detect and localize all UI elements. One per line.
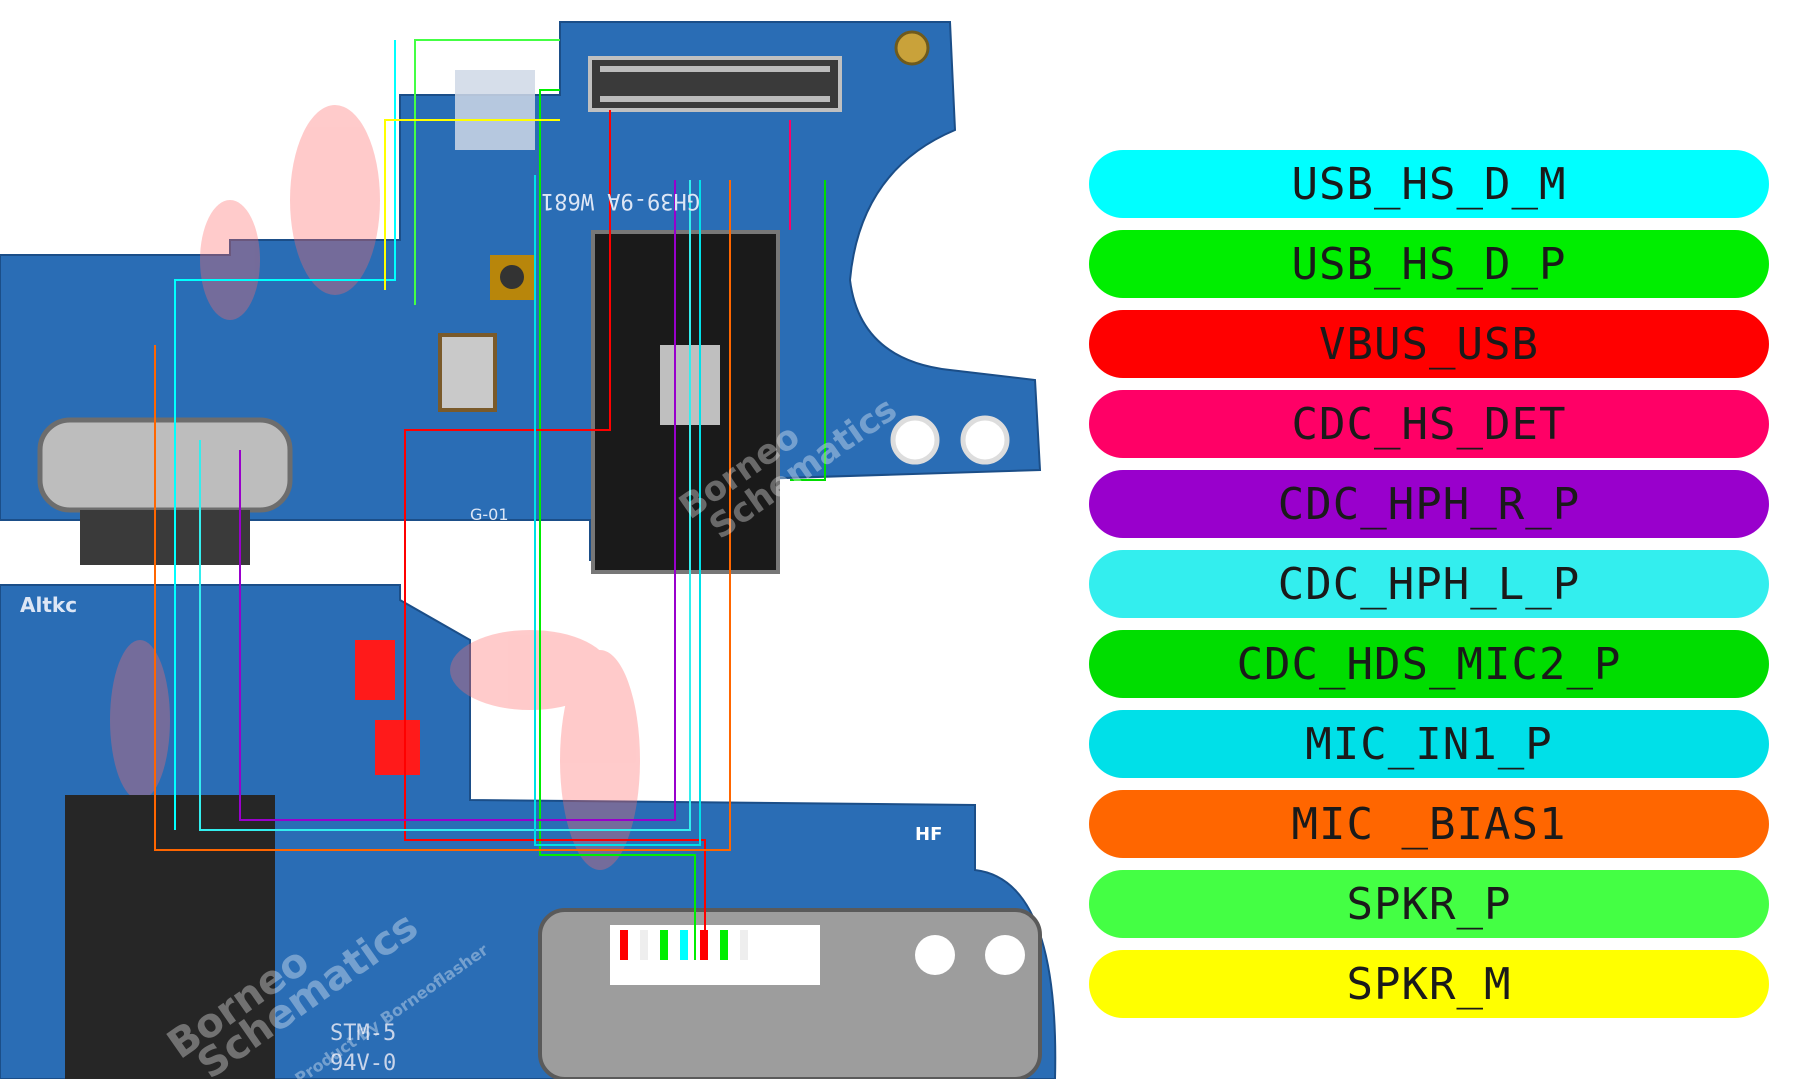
legend-pill-spkr-m: SPKR_M [1089,950,1769,1018]
legend-pill-mic-in1-p: MIC_IN1_P [1089,710,1769,778]
mount-hole-top [894,30,930,66]
silk-hf: HF [915,824,942,845]
qr-code [455,70,535,150]
legend-pill-cdc-hph-r-p: CDC_HPH_R_P [1089,470,1769,538]
legend-pill-cdc-hs-det: CDC_HS_DET [1089,390,1769,458]
silk-stm: STM-5 [330,1021,396,1046]
usb-c-port-top [37,417,293,513]
signal-legend: USB_HS_D_M USB_HS_D_P VBUS_USB CDC_HS_DET CD… [1089,150,1769,1030]
silk-altkc: Altkc [20,593,77,617]
microphone [438,333,497,412]
mount-hole-right-1 [890,415,940,465]
legend-pill-spkr-p: SPKR_P [1089,870,1769,938]
silk-g01: G-01 [470,505,509,524]
trace-lines [154,39,826,960]
pcb-diagram: GH39-9A W681 G-01 HF Altkc STM-5 94V-0 B… [0,21,1057,1079]
board-to-board-connector [588,56,842,112]
legend-pill-usb-hs-d-m: USB_HS_D_M [1089,150,1769,218]
mount-hole-right-2 [960,415,1010,465]
mount-hole-bottom-1 [915,935,955,975]
legend-pill-cdc-hph-l-p: CDC_HPH_L_P [1089,550,1769,618]
connector-pins [600,66,830,102]
legend-pill-vbus-usb: VBUS_USB [1089,310,1769,378]
mount-hole-bottom-2 [985,935,1025,975]
legend-pill-usb-hs-d-p: USB_HS_D_P [1089,230,1769,298]
red-chip [355,640,395,700]
red-chip-2 [375,720,420,775]
legend-pill-cdc-hds-mic2-p: CDC_HDS_MIC2_P [1089,630,1769,698]
legend-pill-mic-bias1: MIC _BIAS1 [1089,790,1769,858]
silk-94v: 94V-0 [330,1051,396,1076]
silk-top-code: GH39-9A W681 [541,188,700,213]
black-speaker-block [65,795,275,1079]
